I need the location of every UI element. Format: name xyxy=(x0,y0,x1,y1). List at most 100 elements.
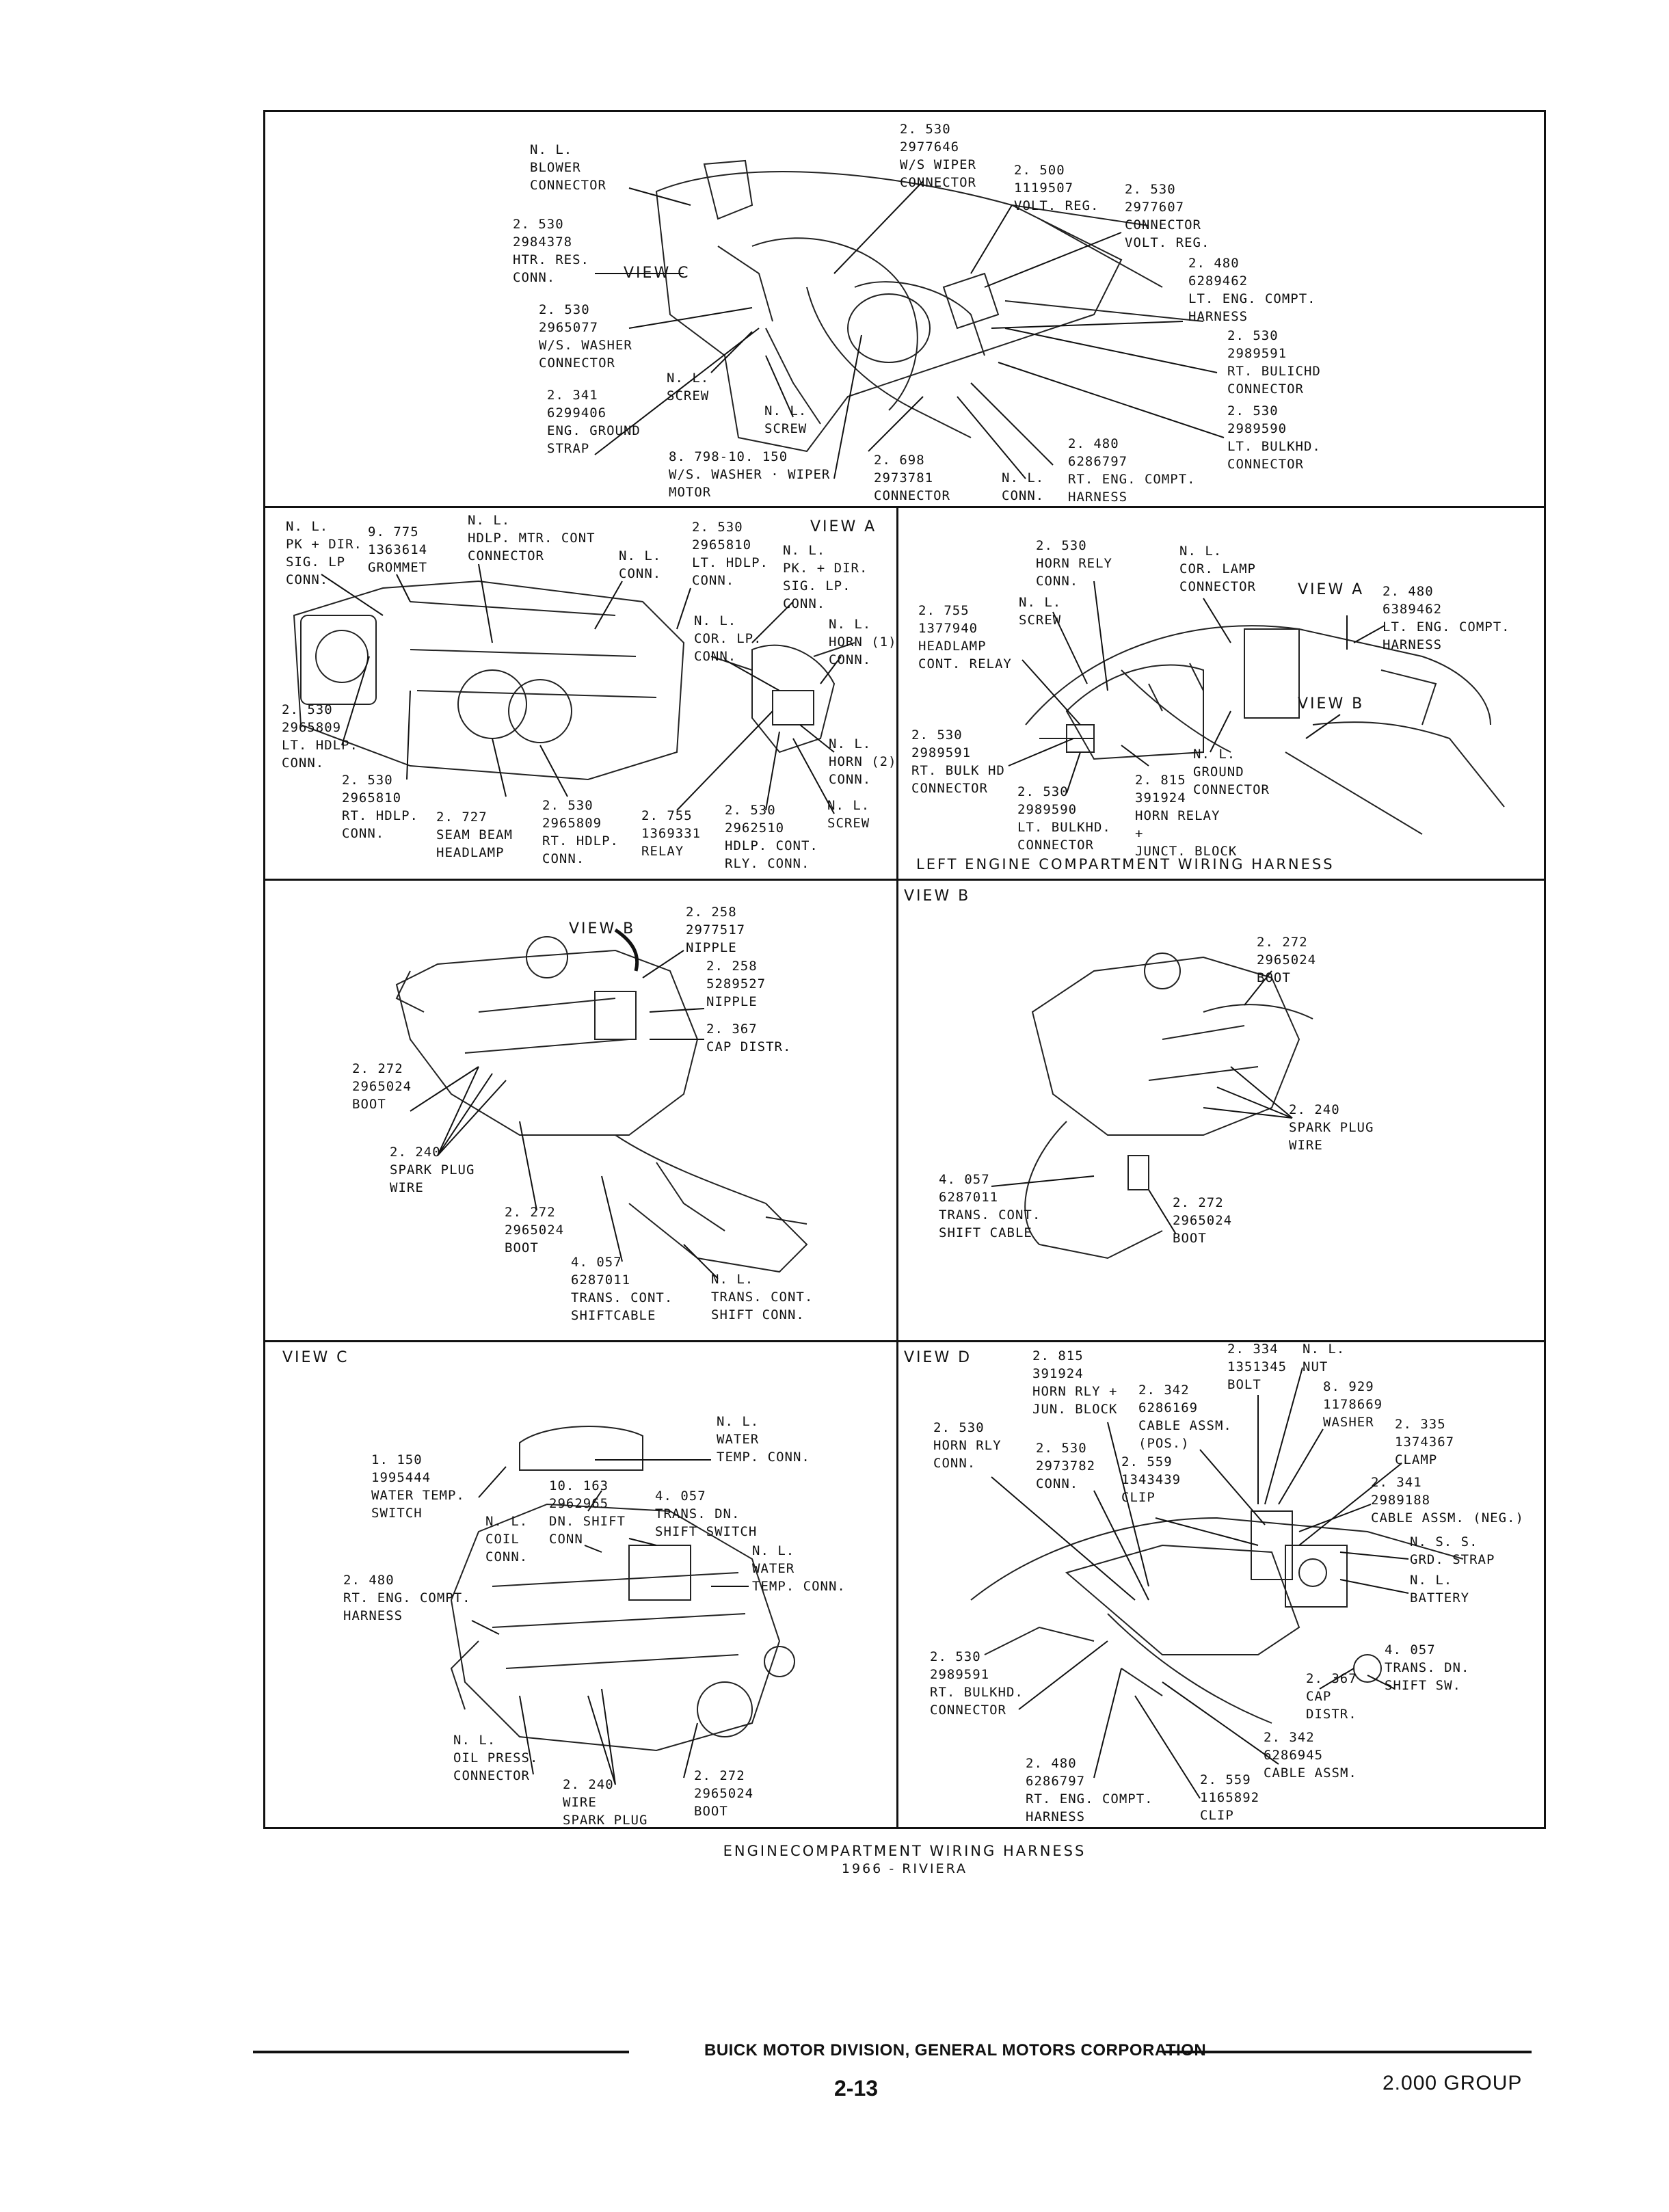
cable-assm-6286945-label: 2. 342 6286945 CABLE ASSM. xyxy=(1264,1730,1357,1781)
blower-connector-label: N. L. BLOWER CONNECTOR xyxy=(530,142,606,193)
oil-press-connector-label: N. L. OIL PRESS. CONNECTOR xyxy=(453,1733,539,1783)
lt-eng-compt-harness-label-2: 2. 480 6389462 LT. ENG. COMPT. HARNESS xyxy=(1383,584,1510,652)
footer-company: BUICK MOTOR DIVISION, GENERAL MOTORS COR… xyxy=(704,2041,1207,2060)
rt-bulkhd-connector-label-view-d: 2. 530 2989591 RT. BULKHD. CONNECTOR xyxy=(930,1649,1024,1718)
ws-washer-connector-label: 2. 530 2965077 W/S. WASHER CONNECTOR xyxy=(539,302,632,371)
clip-1343439-label: 2. 559 1343439 CLIP xyxy=(1121,1454,1181,1505)
trans-cont-shift-cable-label: 4. 057 6287011 TRANS. CONT. SHIFT CABLE xyxy=(939,1172,1041,1240)
horn-relay-junct-block-label: 2. 815 391924 HORN RELAY + JUNCT. BLOCK xyxy=(1135,773,1238,859)
divider-vertical xyxy=(896,506,898,1829)
horn-1-conn-label: N. L. HORN (1) CONN. xyxy=(829,617,897,667)
ground-connector-label: N. L. GROUND CONNECTOR xyxy=(1193,747,1270,797)
trans-cont-shift-conn-label: N. L. TRANS. CONT. SHIFT CONN. xyxy=(711,1272,814,1322)
washer-label: 8. 929 1178669 WASHER xyxy=(1323,1379,1383,1430)
rt-eng-compt-harness-label: 2. 480 6286797 RT. ENG. COMPT. HARNESS xyxy=(1068,436,1196,505)
hdlp-mtr-cont-connector-label: N. L. HDLP. MTR. CONT CONNECTOR xyxy=(468,513,596,563)
nipple-5289527-label: 2. 258 5289527 NIPPLE xyxy=(706,959,766,1009)
rt-bulkhd-connector-label: 2. 530 2989591 RT. BULICHD CONNECTOR xyxy=(1227,328,1321,397)
cap-distr-label-view-d: 2. 367 CAP DISTR. xyxy=(1306,1671,1357,1722)
boot-label-engine-1: 2. 272 2965024 BOOT xyxy=(352,1061,412,1112)
horn-rely-conn-label: 2. 530 HORN RELY CONN. xyxy=(1036,538,1112,589)
pk-dir-sig-lp-conn-label-right: N. L. PK. + DIR. SIG. LP. CONN. xyxy=(783,543,868,611)
spark-plug-wire-label-view-b: 2. 240 SPARK PLUG WIRE xyxy=(1289,1102,1374,1153)
footer-rule-left xyxy=(253,2051,629,2053)
footer-page-number: 2-13 xyxy=(834,2076,879,2101)
trans-dn-shift-switch-label: 4. 057 TRANS. DN. SHIFT SWITCH xyxy=(655,1489,758,1539)
screw-label-2: N. L. SCREW xyxy=(764,403,807,436)
lt-bulkhd-connector-label: 2. 530 2989590 LT. BULKHD. CONNECTOR xyxy=(1227,403,1321,472)
connector-2973781-label: 2. 698 2973781 CONNECTOR xyxy=(874,453,950,503)
cable-assm-neg-label: 2. 341 2989188 CABLE ASSM. (NEG.) xyxy=(1371,1475,1524,1525)
clip-1165892-label: 2. 559 1165892 CLIP xyxy=(1200,1772,1260,1823)
water-temp-conn-label-1: N. L. WATER TEMP. CONN. xyxy=(717,1414,810,1465)
seam-beam-headlamp-label: 2. 727 SEAM BEAM HEADLAMP xyxy=(436,810,513,860)
bolt-label: 2. 334 1351345 BOLT xyxy=(1227,1342,1287,1392)
grommet-label: 9. 775 1363614 GROMMET xyxy=(368,524,428,575)
view-d-title: VIEW D xyxy=(904,1349,972,1366)
water-temp-switch-label: 1. 150 1995444 WATER TEMP. SWITCH xyxy=(371,1452,465,1521)
view-c-callout: VIEW C xyxy=(624,265,691,282)
boot-label-view-b-1: 2. 272 2965024 BOOT xyxy=(1257,935,1317,985)
divider-middle-2 xyxy=(263,1340,1546,1342)
screw-label-left-engine: N. L. SCREW xyxy=(1019,595,1062,628)
cable-assm-pos-label: 2. 342 6286169 CABLE ASSM. (POS.) xyxy=(1138,1383,1232,1451)
hdlp-cont-rly-conn-label: 2. 530 2962510 HDLP. CONT. RLY. CONN. xyxy=(725,803,818,871)
view-a-title: VIEW A xyxy=(810,518,877,535)
boot-label-view-b-2: 2. 272 2965024 BOOT xyxy=(1173,1195,1233,1246)
nut-label: N. L. NUT xyxy=(1303,1342,1346,1374)
eng-ground-strap-label: 2. 341 6299406 ENG. GROUND STRAP xyxy=(547,388,641,456)
water-temp-conn-label-2: N. L. WATER TEMP. CONN. xyxy=(752,1543,846,1594)
relay-label: 2. 755 1369331 RELAY xyxy=(641,808,702,859)
nipple-2977517-label: 2. 258 2977517 NIPPLE xyxy=(686,905,746,955)
conn-label-view-a: N. L. CONN. xyxy=(619,548,662,581)
battery-label: N. L. BATTERY xyxy=(1410,1573,1470,1605)
rt-hdlp-conn-label-1: 2. 530 2965810 RT. HDLP. CONN. xyxy=(342,773,418,841)
clamp-label: 2. 335 1374367 CLAMP xyxy=(1395,1417,1455,1467)
headlamp-cont-relay-label: 2. 755 1377940 HEADLAMP CONT. RELAY xyxy=(918,603,1012,671)
trans-cont-shiftcable-label: 4. 057 6287011 TRANS. CONT. SHIFTCABLE xyxy=(571,1255,673,1323)
coil-conn-label: N. L. COIL CONN. xyxy=(485,1514,529,1564)
ws-wiper-connector-label: 2. 530 2977646 W/S WIPER CONNECTOR xyxy=(900,122,976,190)
cor-lp-conn-label: N. L. COR. LP. CONN. xyxy=(694,613,762,664)
rt-bulk-hd-connector-label: 2. 530 2989591 RT. BULK HD CONNECTOR xyxy=(911,728,1005,796)
pk-dir-sig-lp-conn-label: N. L. PK + DIR. SIG. LP CONN. xyxy=(286,519,362,587)
view-b-callout-engine: VIEW B xyxy=(569,920,636,937)
view-a-callout-left-engine: VIEW A xyxy=(1298,581,1365,598)
view-b-callout: VIEW B xyxy=(1298,695,1365,712)
volt-reg-label: 2. 500 1119507 VOLT. REG. xyxy=(1014,163,1099,213)
divider-top xyxy=(263,506,1546,508)
view-b-title: VIEW B xyxy=(904,888,971,905)
boot-label-engine-2: 2. 272 2965024 BOOT xyxy=(505,1205,565,1255)
horn-rly-conn-label: 2. 530 HORN RLY CONN. xyxy=(933,1420,1002,1471)
spark-plug-wire-label-engine: 2. 240 SPARK PLUG WIRE xyxy=(390,1145,475,1195)
lt-hdlp-conn-label-top: 2. 530 2965810 LT. HDLP. CONN. xyxy=(692,520,769,588)
diagram-frame xyxy=(263,110,1546,1829)
dn-shift-conn-label: 10. 163 2962965 DN. SHIFT CONN xyxy=(549,1478,626,1547)
rt-hdlp-conn-label-2: 2. 530 2965809 RT. HDLP. CONN. xyxy=(542,798,619,866)
lt-bulkhd-connector-label-2: 2. 530 2989590 LT. BULKHD. CONNECTOR xyxy=(1017,784,1111,853)
washer-wiper-motor-label: 8. 798-10. 150 W/S. WASHER · WIPER MOTOR xyxy=(669,449,831,500)
horn-rly-jun-block-label: 2. 815 391924 HORN RLY + JUN. BLOCK xyxy=(1032,1348,1118,1417)
lt-eng-compt-harness-label: 2. 480 6289462 LT. ENG. COMPT. HARNESS xyxy=(1188,256,1316,324)
htr-res-conn-label: 2. 530 2984378 HTR. RES. CONN. xyxy=(513,217,589,285)
rt-eng-compt-harness-label-view-c: 2. 480 RT. ENG. COMPT. HARNESS xyxy=(343,1573,471,1623)
divider-middle-1 xyxy=(263,879,1546,881)
screw-label-1: N. L. SCREW xyxy=(667,371,710,403)
footer-rule-right xyxy=(1162,2051,1532,2053)
view-c-title: VIEW C xyxy=(282,1349,349,1366)
cap-distr-label: 2. 367 CAP DISTR. xyxy=(706,1022,792,1054)
lt-hdlp-conn-label-bottom: 2. 530 2965809 LT. HDLP. CONN. xyxy=(282,702,358,771)
trans-dn-shift-sw-label: 4. 057 TRANS. DN. SHIFT SW. xyxy=(1385,1642,1470,1693)
